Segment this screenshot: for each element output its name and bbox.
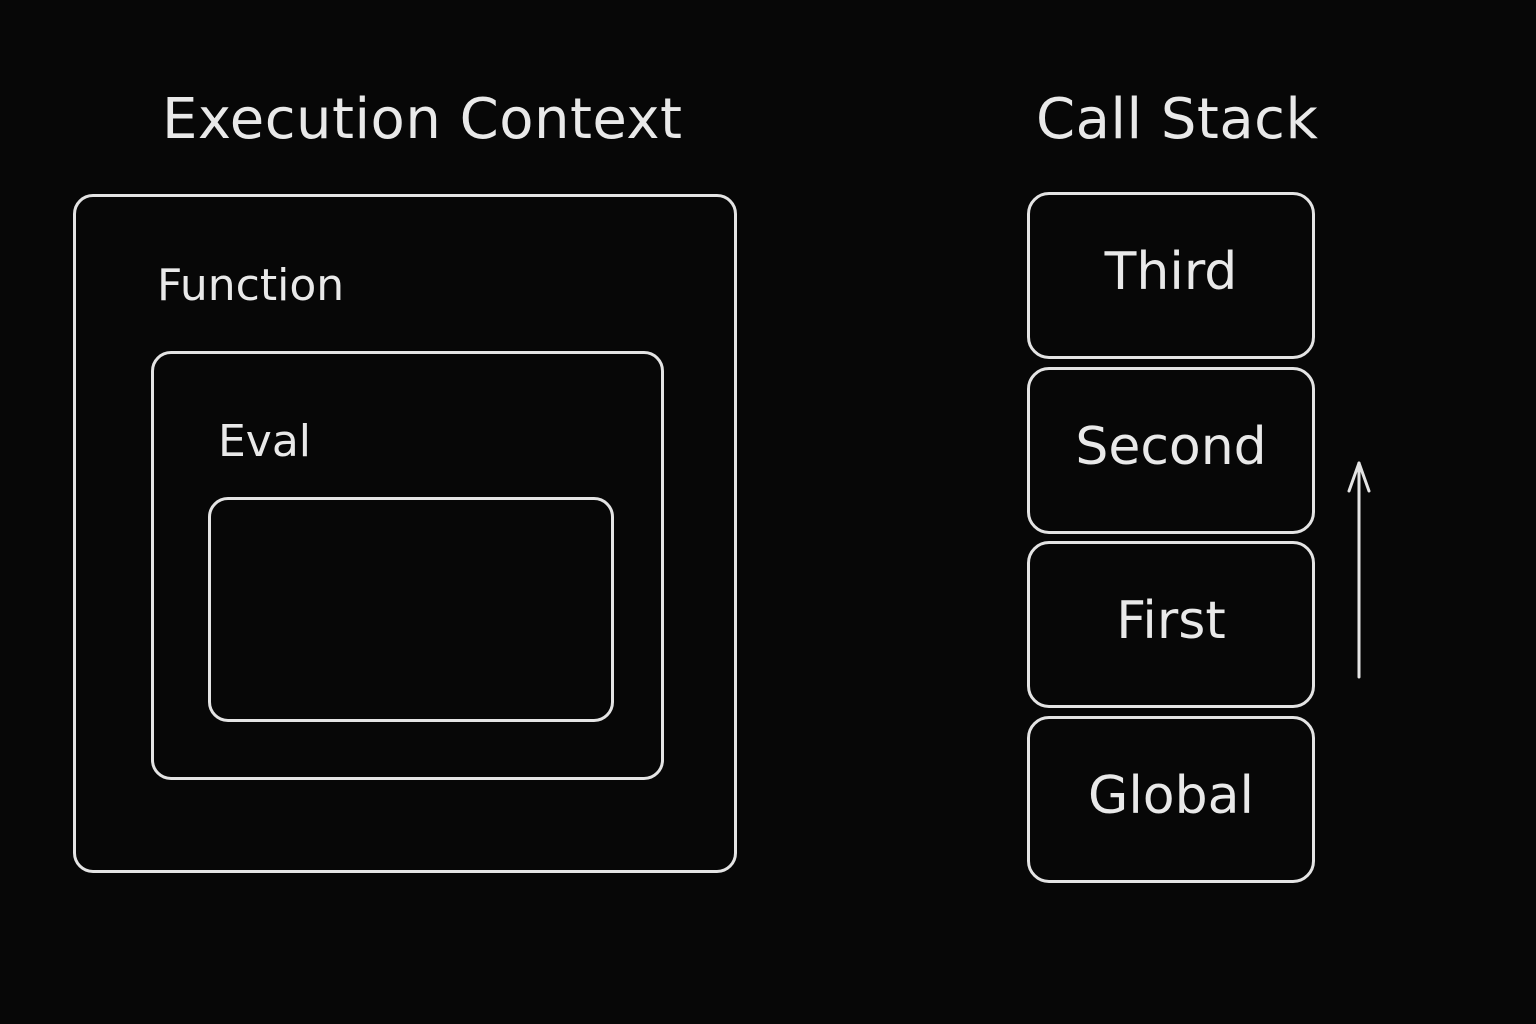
- eval-context-label: Eval: [218, 416, 312, 467]
- up-arrow-icon: [1347, 461, 1371, 679]
- stack-frame-label: Global: [1088, 765, 1254, 826]
- stack-frame-first: First: [1027, 541, 1315, 708]
- stack-frame-third: Third: [1027, 192, 1315, 359]
- execution-context-title: Execution Context: [162, 87, 683, 152]
- call-stack-title: Call Stack: [1036, 87, 1319, 152]
- function-context-label: Function: [157, 260, 345, 311]
- inner-context-box: [208, 497, 614, 722]
- stack-frame-label: Third: [1104, 241, 1238, 302]
- function-context-box: [73, 194, 737, 873]
- eval-context-box: [151, 351, 664, 780]
- stack-frame-label: First: [1116, 590, 1226, 651]
- stack-frame-label: Second: [1075, 416, 1267, 477]
- stack-frame-second: Second: [1027, 367, 1315, 534]
- stack-frame-global: Global: [1027, 716, 1315, 883]
